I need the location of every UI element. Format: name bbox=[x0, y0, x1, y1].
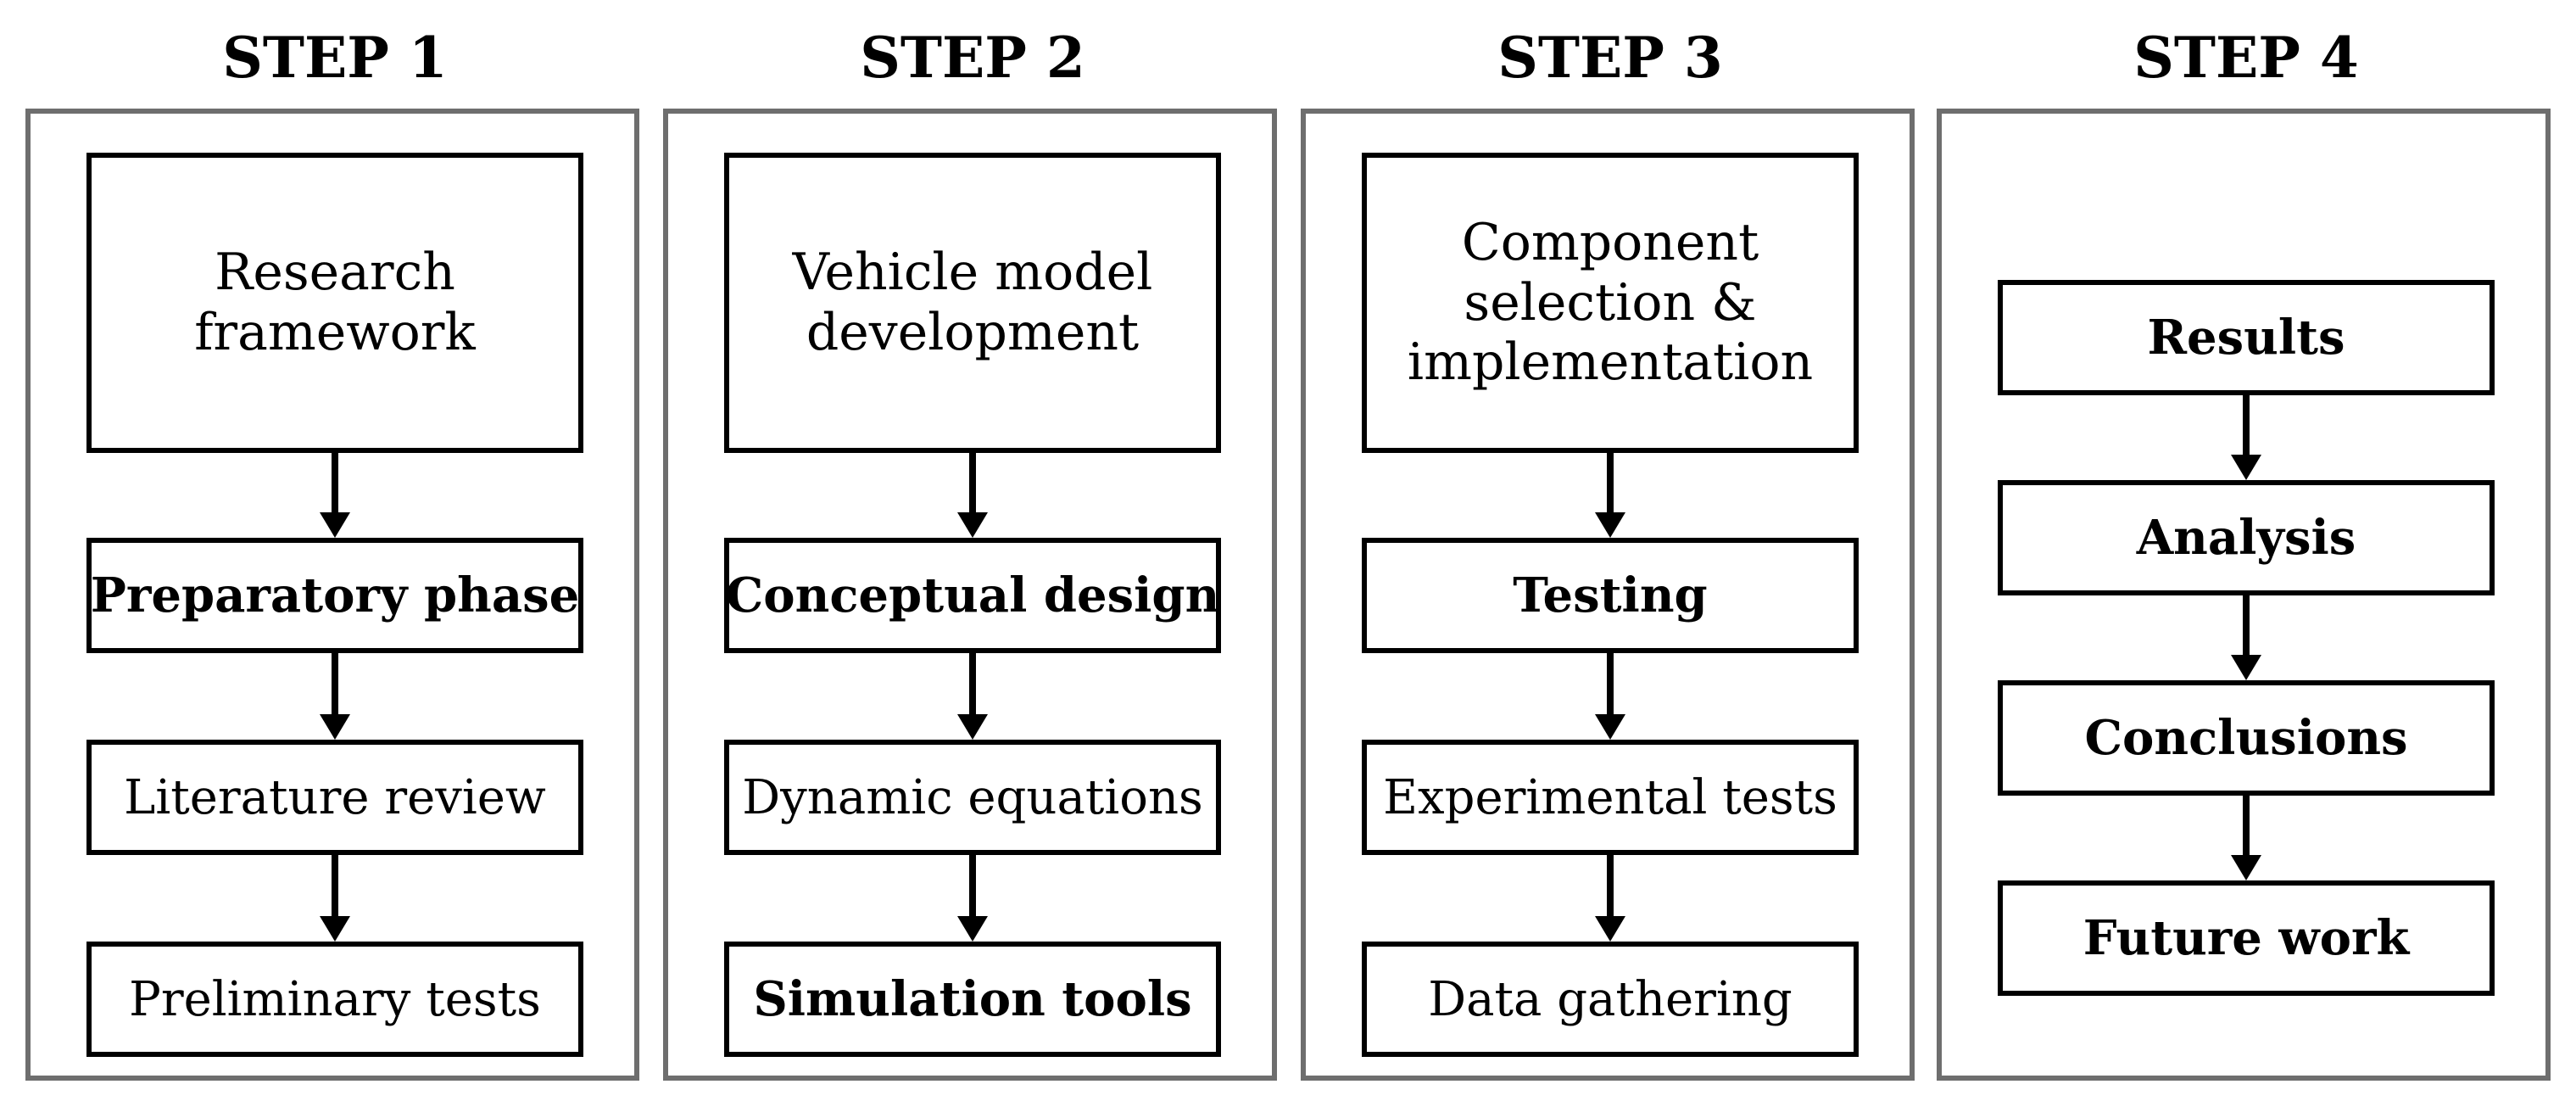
step-3-item-2-label: Experimental tests bbox=[1383, 769, 1837, 825]
step-1-item-3: Preliminary tests bbox=[86, 942, 583, 1057]
step-3-item-2: Experimental tests bbox=[1362, 740, 1859, 855]
step-4-arrow-3 bbox=[2243, 796, 2250, 857]
step-1-panel bbox=[25, 109, 639, 1081]
step-4-item-4: Future work bbox=[1998, 880, 2495, 996]
step-1-header-box: Research framework bbox=[86, 153, 583, 453]
step-1-item-2-label: Literature review bbox=[124, 769, 546, 825]
step-4-title: STEP 4 bbox=[2133, 25, 2359, 91]
step-1-header-text: Research framework bbox=[194, 243, 476, 362]
step-1-item-1-label: Preparatory phase bbox=[90, 567, 580, 623]
step-3-header-text: Component selection & implementation bbox=[1407, 212, 1814, 393]
step-2-panel bbox=[663, 109, 1277, 1081]
step-4-item-4-label: Future work bbox=[2083, 910, 2410, 966]
step-4-item-1-label: Results bbox=[2147, 310, 2345, 366]
step-3-arrow-2 bbox=[1607, 653, 1614, 716]
step-3-arrow-1 bbox=[1607, 453, 1614, 514]
step-4-item-3: Conclusions bbox=[1998, 680, 2495, 796]
step-3-item-3: Data gathering bbox=[1362, 942, 1859, 1057]
step-2-item-2: Dynamic equations bbox=[724, 740, 1221, 855]
step-2-header-text: Vehicle model development bbox=[792, 243, 1153, 362]
step-4-item-3-label: Conclusions bbox=[2084, 710, 2408, 766]
step-1-arrow-1 bbox=[332, 453, 338, 514]
step-2-header-box: Vehicle model development bbox=[724, 153, 1221, 453]
step-2-arrow-1 bbox=[969, 453, 976, 514]
step-2-item-2-label: Dynamic equations bbox=[742, 769, 1203, 825]
step-2-item-1-label: Conceptual design bbox=[725, 567, 1220, 623]
step-2-arrow-3 bbox=[969, 855, 976, 918]
step-3-item-1: Testing bbox=[1362, 538, 1859, 653]
step-3-title: STEP 3 bbox=[1497, 25, 1723, 91]
step-1-item-1: Preparatory phase bbox=[86, 538, 583, 653]
step-1-title: STEP 1 bbox=[222, 25, 448, 91]
step-1-item-3-label: Preliminary tests bbox=[129, 971, 541, 1027]
step-2-arrow-2 bbox=[969, 653, 976, 716]
step-3-item-3-label: Data gathering bbox=[1428, 971, 1793, 1027]
step-3-arrow-3 bbox=[1607, 855, 1614, 918]
step-4-arrow-2 bbox=[2243, 595, 2250, 657]
step-2-title: STEP 2 bbox=[860, 25, 1085, 91]
step-4-item-2-label: Analysis bbox=[2136, 510, 2356, 566]
step-4-item-1: Results bbox=[1998, 280, 2495, 395]
step-3-item-1-label: Testing bbox=[1513, 567, 1708, 623]
step-2-item-3-label: Simulation tools bbox=[753, 971, 1192, 1027]
step-3-header-box: Component selection & implementation bbox=[1362, 153, 1859, 453]
step-4-arrow-1 bbox=[2243, 395, 2250, 456]
step-1-item-2: Literature review bbox=[86, 740, 583, 855]
step-2-item-3: Simulation tools bbox=[724, 942, 1221, 1057]
step-3-panel bbox=[1301, 109, 1915, 1081]
step-4-panel bbox=[1937, 109, 2551, 1081]
step-2-item-1: Conceptual design bbox=[724, 538, 1221, 653]
step-4-item-2: Analysis bbox=[1998, 480, 2495, 595]
step-1-arrow-3 bbox=[332, 855, 338, 918]
step-1-arrow-2 bbox=[332, 653, 338, 716]
